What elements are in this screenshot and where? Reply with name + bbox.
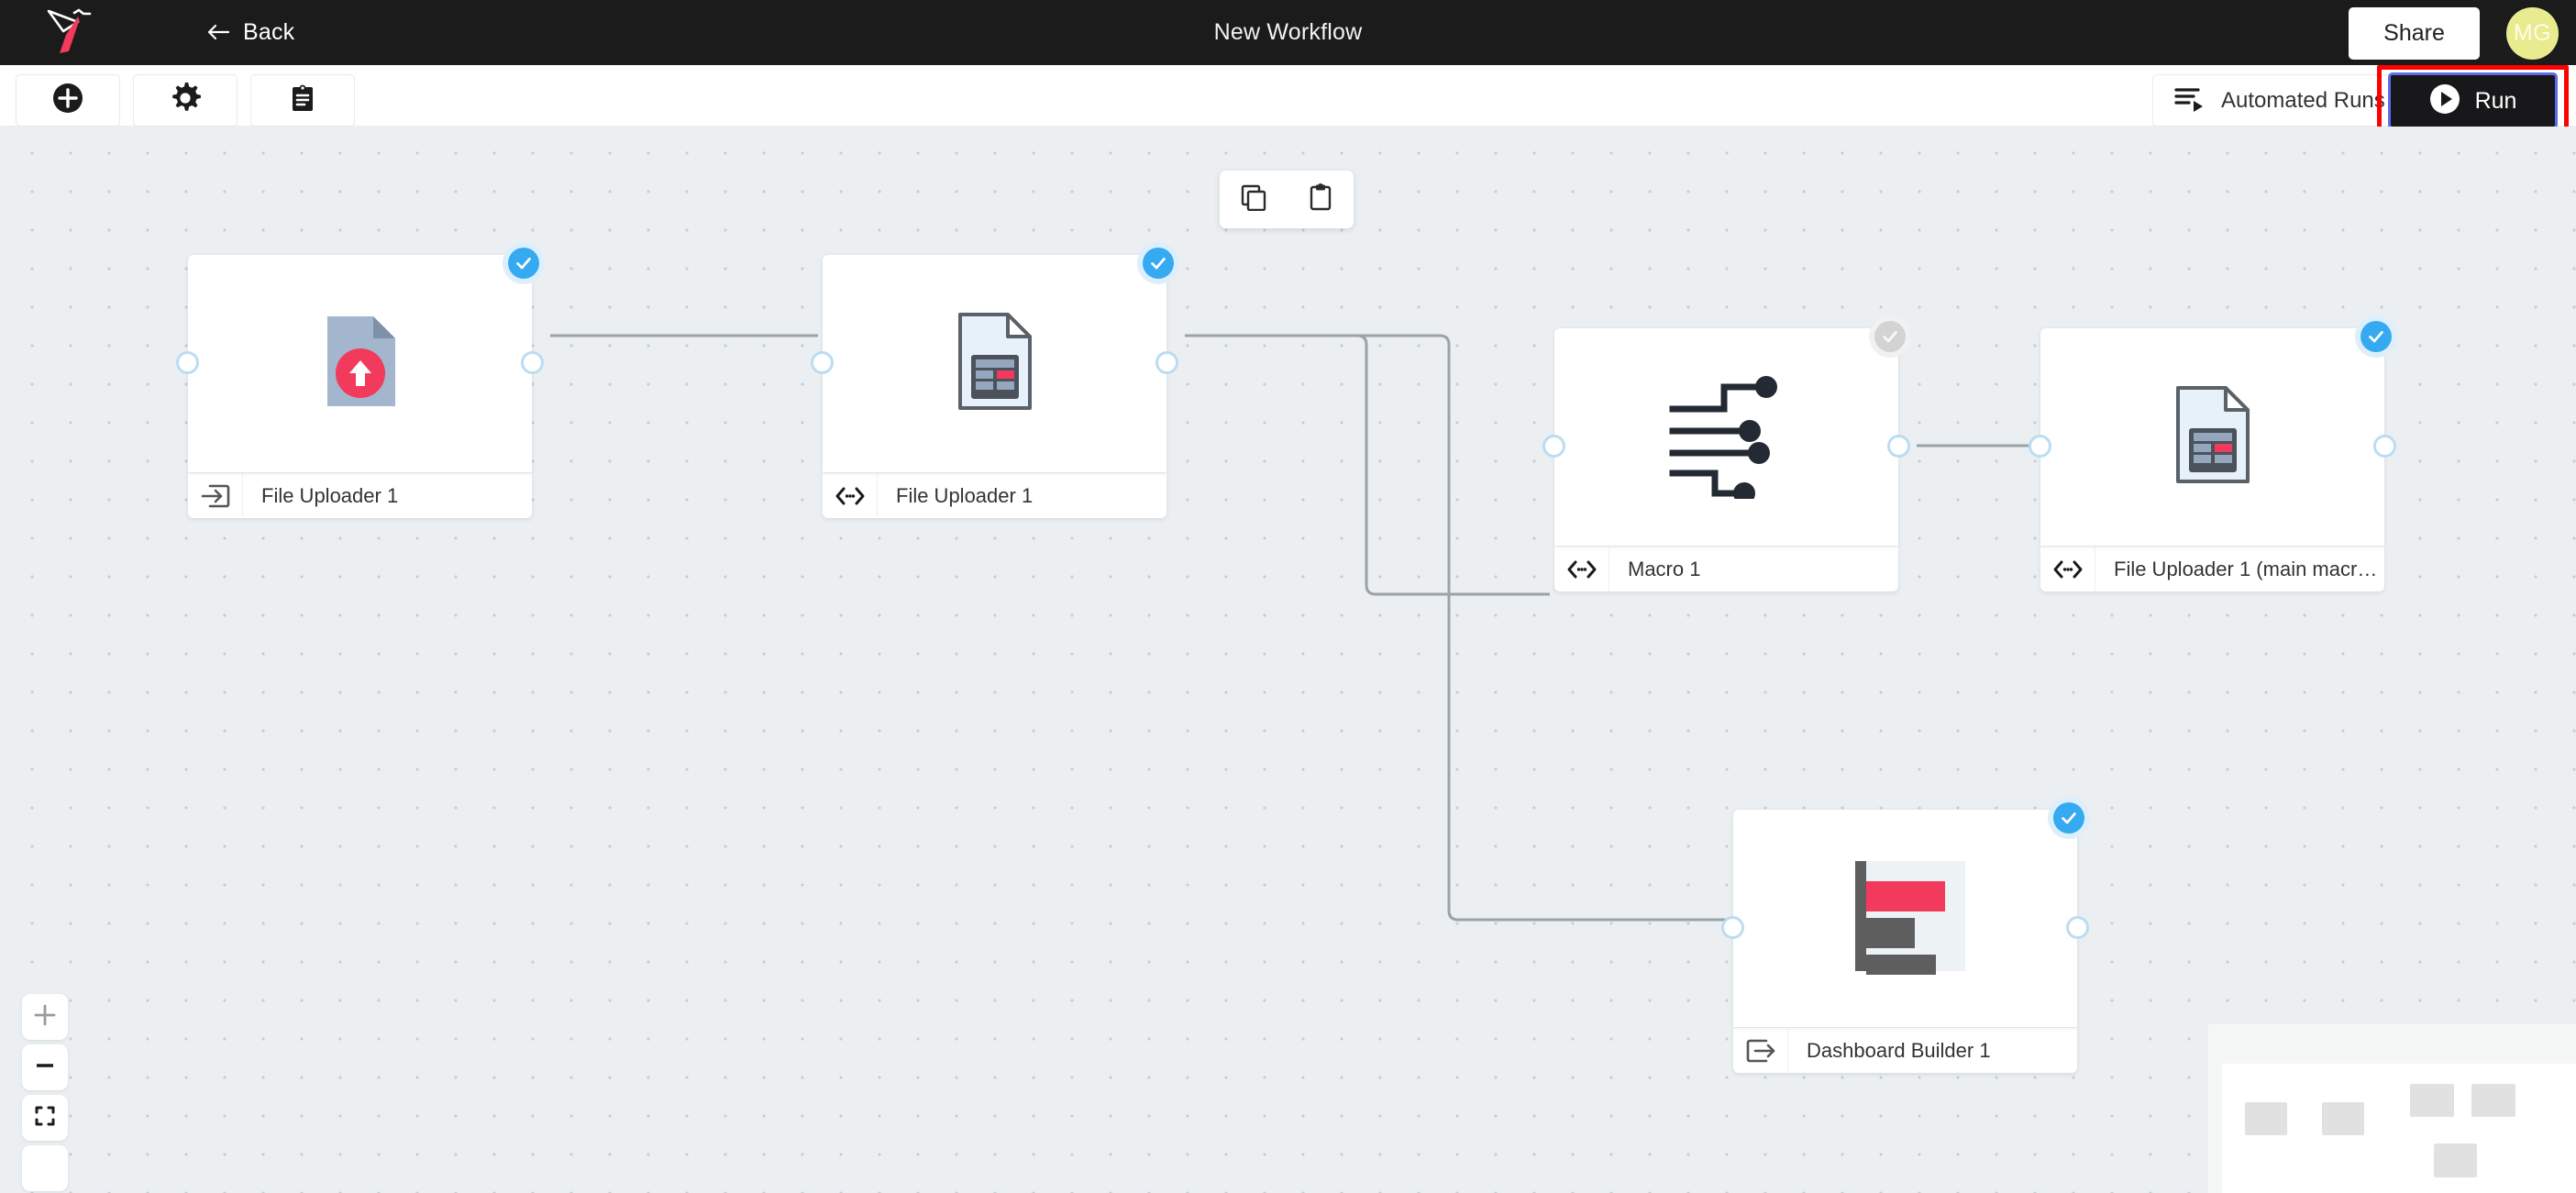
back-button[interactable]: Back [206,11,294,53]
copy-icon [1240,183,1267,215]
macro-node-icon [2040,546,2095,592]
run-button[interactable]: Run [2388,72,2558,129]
check-badge-icon [1143,248,1174,279]
lock-canvas-button[interactable] [22,1145,68,1191]
spreadsheet-file-icon [947,309,1043,418]
node-label-row[interactable]: Macro 1 [1554,546,1898,592]
node-input-port[interactable] [2029,435,2051,458]
minimap-node [2322,1102,2364,1135]
node-output-port[interactable] [1155,351,1178,374]
copy-button[interactable] [1229,175,1278,225]
macro-node-icon [823,472,878,519]
node-input-port[interactable] [176,351,199,374]
avatar-initials: MG [2513,20,2552,46]
plus-icon [33,1003,57,1032]
clipboard-icon [287,83,318,118]
settings-button[interactable] [133,74,238,127]
minimap-node [2471,1084,2515,1117]
node-label-text: Dashboard Builder 1 [1807,1038,1991,1062]
node-output-port[interactable] [521,351,544,374]
status-badge [1869,315,1911,358]
share-button[interactable]: Share [2349,7,2480,60]
page-title: New Workflow [0,0,2576,65]
minimap-node [2410,1084,2454,1117]
node-input-port[interactable] [1721,916,1744,939]
output-node-icon [1733,1027,1788,1074]
minimap-node [2245,1102,2287,1135]
bar-chart-icon [1846,857,1965,985]
node-label-row[interactable]: File Uploader 1 (main macro ... [2040,546,2384,592]
status-badge [2355,315,2397,358]
check-badge-icon [1874,321,1906,352]
share-label: Share [2383,20,2445,46]
paste-icon [1307,183,1334,215]
node-file-uploader-1-macro[interactable]: File Uploader 1 [811,242,1179,519]
avatar[interactable]: MG [2506,7,2559,60]
minimap[interactable] [2208,1024,2576,1193]
node-body[interactable] [823,242,1179,472]
check-badge-icon [2360,321,2392,352]
node-body[interactable] [1733,797,2090,1027]
fit-screen-icon [33,1104,57,1132]
automated-runs-label: Automated Runs [2221,87,2385,113]
node-label-row[interactable]: File Uploader 1 [188,472,532,519]
macro-node-icon [1554,546,1609,592]
minimap-node [2434,1143,2477,1177]
clipboard-toolbar [1220,171,1354,228]
run-label: Run [2474,87,2517,114]
workflow-title-text: New Workflow [1213,19,1363,45]
paste-button[interactable] [1296,175,1345,225]
check-badge-icon [2053,802,2084,834]
node-file-uploader-1-input[interactable]: File Uploader 1 [176,242,545,519]
zoom-in-button[interactable] [22,994,68,1040]
check-badge-icon [508,248,539,279]
node-label-text: File Uploader 1 (main macro ... [2114,557,2384,580]
run-button-wrapper: Run [2377,65,2569,137]
back-label: Back [243,18,295,45]
node-output-port[interactable] [2066,916,2089,939]
hummingbird-logo-icon[interactable] [41,6,98,59]
node-output-port[interactable] [1887,435,1910,458]
top-header-bar: Back New Workflow Share MG [0,0,2576,65]
status-badge [1137,242,1179,284]
node-macro-1[interactable]: Macro 1 [1542,315,1911,592]
connection-edges [550,334,2036,922]
node-file-uploader-1-main-macro[interactable]: File Uploader 1 (main macro ... [2029,315,2397,592]
node-dashboard-builder-1[interactable]: Dashboard Builder 1 [1721,797,2090,1074]
workflow-canvas[interactable]: File Uploader 1 [0,127,2576,1193]
minimap-viewport[interactable] [2222,1064,2576,1193]
editor-toolbar: Automated Runs Run [0,65,2576,137]
node-label-row[interactable]: File Uploader 1 [823,472,1166,519]
zoom-controls [22,994,68,1191]
node-body[interactable] [1554,315,1911,546]
node-body[interactable] [188,242,545,472]
spreadsheet-file-icon [2165,382,2261,492]
automated-runs-icon [2173,84,2205,116]
play-circle-icon [2429,83,2460,119]
node-label-text: Macro 1 [1628,557,1701,580]
node-label-row[interactable]: Dashboard Builder 1 [1733,1027,2077,1074]
zoom-out-button[interactable] [22,1044,68,1090]
macro-circuit-icon [1667,370,1786,504]
plus-circle-icon [52,83,83,118]
file-upload-icon [315,311,406,416]
add-node-button[interactable] [16,74,120,127]
input-node-icon [188,472,243,519]
node-label-text: File Uploader 1 [896,483,1034,507]
gear-icon [170,83,201,118]
node-output-port[interactable] [2373,435,2396,458]
fit-view-button[interactable] [22,1095,68,1141]
node-input-port[interactable] [811,351,834,374]
status-badge [2048,797,2090,839]
notes-button[interactable] [250,74,355,127]
node-label-text: File Uploader 1 [261,483,399,507]
node-body[interactable] [2040,315,2397,546]
status-badge [503,242,545,284]
automated-runs-button[interactable]: Automated Runs [2152,74,2409,127]
node-input-port[interactable] [1542,435,1565,458]
minus-icon [33,1054,57,1082]
arrow-left-icon [206,22,230,42]
